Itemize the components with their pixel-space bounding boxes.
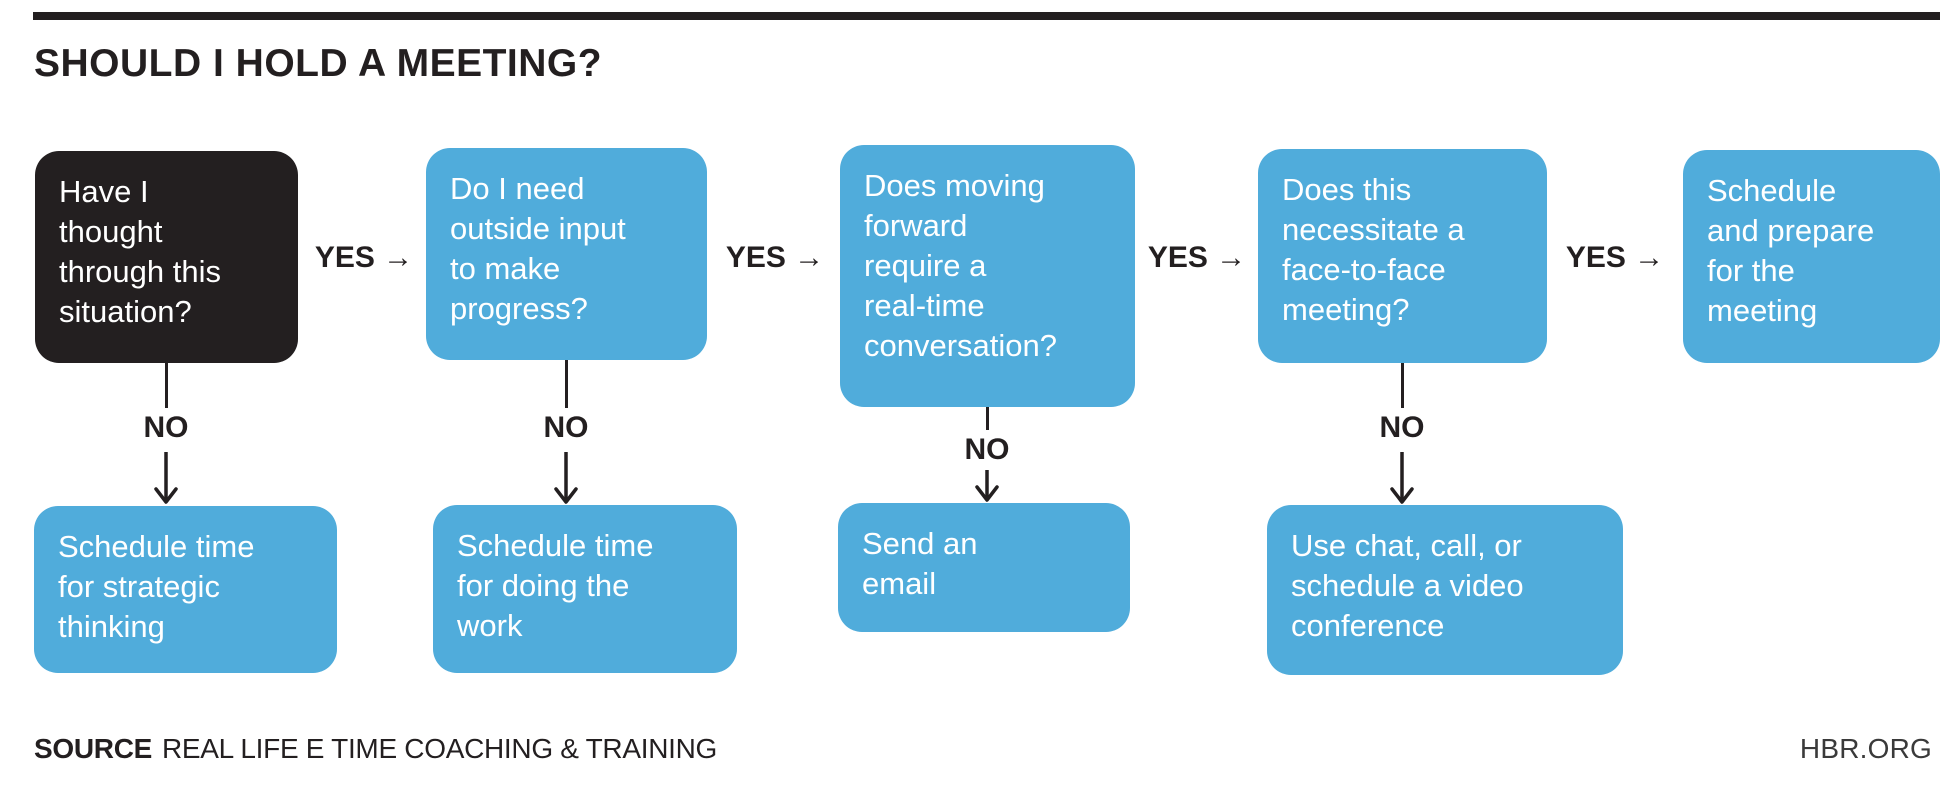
- yes-arrow-label-1: YES →: [314, 241, 414, 274]
- no-connector-stem-3: [986, 407, 989, 430]
- no-label-3: NO: [964, 433, 1010, 466]
- no-connector-stem-1: [165, 363, 168, 408]
- outcome-box-chat-call-video: Use chat, call, or schedule a video conf…: [1267, 505, 1623, 675]
- decision-box-face-to-face: Does this necessitate a face-to-face mee…: [1258, 149, 1547, 363]
- no-label-1: NO: [143, 411, 189, 444]
- source-text: REAL LIFE E TIME COACHING & TRAINING: [162, 733, 718, 764]
- no-connector-stem-2: [565, 360, 568, 408]
- yes-arrow-label-4: YES →: [1565, 241, 1665, 274]
- yes-arrow-label-3: YES →: [1147, 241, 1247, 274]
- decision-box-outside-input: Do I need outside input to make progress…: [426, 148, 707, 360]
- down-arrow-icon: [554, 452, 578, 504]
- down-arrow-icon: [1390, 452, 1414, 504]
- outcome-box-schedule-meeting: Schedule and prepare for the meeting: [1683, 150, 1940, 363]
- decision-box-realtime-conversation: Does moving forward require a real-time …: [840, 145, 1135, 407]
- outcome-box-send-email: Send an email: [838, 503, 1130, 632]
- top-rule-bar: [33, 12, 1940, 20]
- source-label: SOURCE: [34, 733, 152, 764]
- yes-arrow-label-2: YES →: [725, 241, 825, 274]
- decision-box-thought-through: Have I thought through this situation?: [35, 151, 298, 363]
- down-arrow-icon: [975, 470, 999, 502]
- no-label-2: NO: [543, 411, 589, 444]
- down-arrow-icon: [154, 452, 178, 504]
- hbr-org-label: HBR.ORG: [1799, 733, 1932, 764]
- outcome-box-strategic-thinking: Schedule time for strategic thinking: [34, 506, 337, 673]
- no-label-4: NO: [1379, 411, 1425, 444]
- outcome-box-do-the-work: Schedule time for doing the work: [433, 505, 737, 673]
- no-connector-stem-4: [1401, 363, 1404, 408]
- page-title: SHOULD I HOLD A MEETING?: [34, 42, 603, 85]
- source-attribution: SOURCE REAL LIFE E TIME COACHING & TRAINI…: [34, 733, 717, 765]
